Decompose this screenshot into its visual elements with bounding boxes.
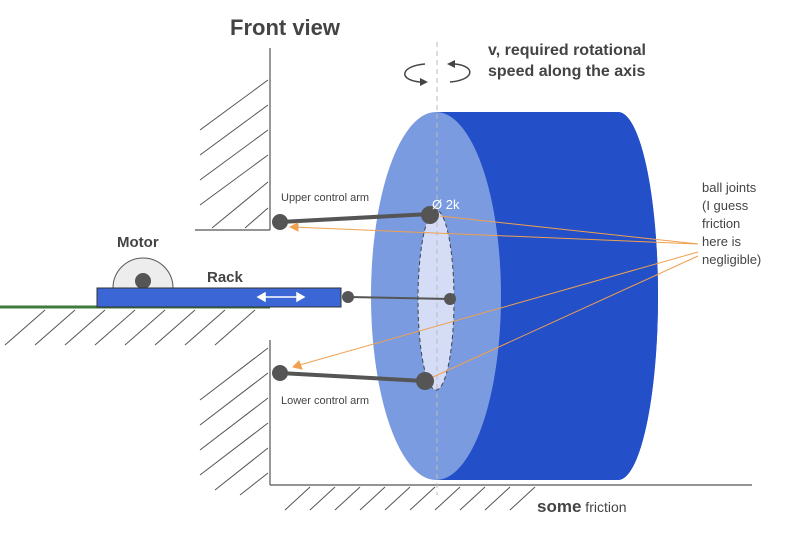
friction-label-bold: some bbox=[537, 497, 581, 516]
ball-joints-line-5: negligible) bbox=[702, 252, 761, 267]
ball-joint-pointers bbox=[288, 215, 699, 378]
diagram-title: Front view bbox=[230, 15, 341, 40]
rack-end-joint bbox=[342, 291, 354, 303]
rack-label: Rack bbox=[207, 269, 244, 286]
lower-ball-joint bbox=[416, 372, 434, 390]
chassis-upper-wall bbox=[195, 48, 271, 231]
friction-label: some friction bbox=[537, 497, 627, 516]
ball-joints-note: ball joints (I guess friction here is ne… bbox=[702, 180, 761, 267]
rack-bed-ground bbox=[0, 305, 270, 346]
motor-label: Motor bbox=[117, 234, 159, 251]
steering-rack bbox=[96, 287, 342, 308]
upper-control-arm bbox=[279, 212, 431, 224]
rotation-note-line1: v, required rotational bbox=[488, 42, 646, 59]
ball-joints-line-1: ball joints bbox=[702, 180, 757, 195]
road-ground bbox=[270, 484, 752, 511]
upper-arm-label: Upper control arm bbox=[281, 192, 369, 204]
hub-center-joint bbox=[444, 293, 456, 305]
friction-label-rest: friction bbox=[581, 499, 626, 515]
ball-joints-line-3: friction bbox=[702, 216, 740, 231]
lower-arm-label: Lower control arm bbox=[281, 395, 369, 407]
rotation-arrow-icon bbox=[404, 60, 471, 86]
double-arrow-icon bbox=[256, 291, 306, 303]
tie-rod bbox=[347, 296, 451, 300]
ball-joints-line-4: here is bbox=[702, 234, 742, 249]
rotation-note-line2: speed along the axis bbox=[488, 63, 645, 80]
ball-joints-line-2: (I guess bbox=[702, 198, 749, 213]
chassis-lower-wall bbox=[199, 340, 271, 496]
upper-ball-joint bbox=[421, 206, 439, 224]
upper-arm-chassis-joint bbox=[272, 214, 288, 230]
lower-arm-chassis-joint bbox=[272, 365, 288, 381]
lower-control-arm bbox=[279, 371, 425, 383]
motor bbox=[112, 257, 174, 289]
diameter-label: Ø 2k bbox=[432, 197, 460, 212]
